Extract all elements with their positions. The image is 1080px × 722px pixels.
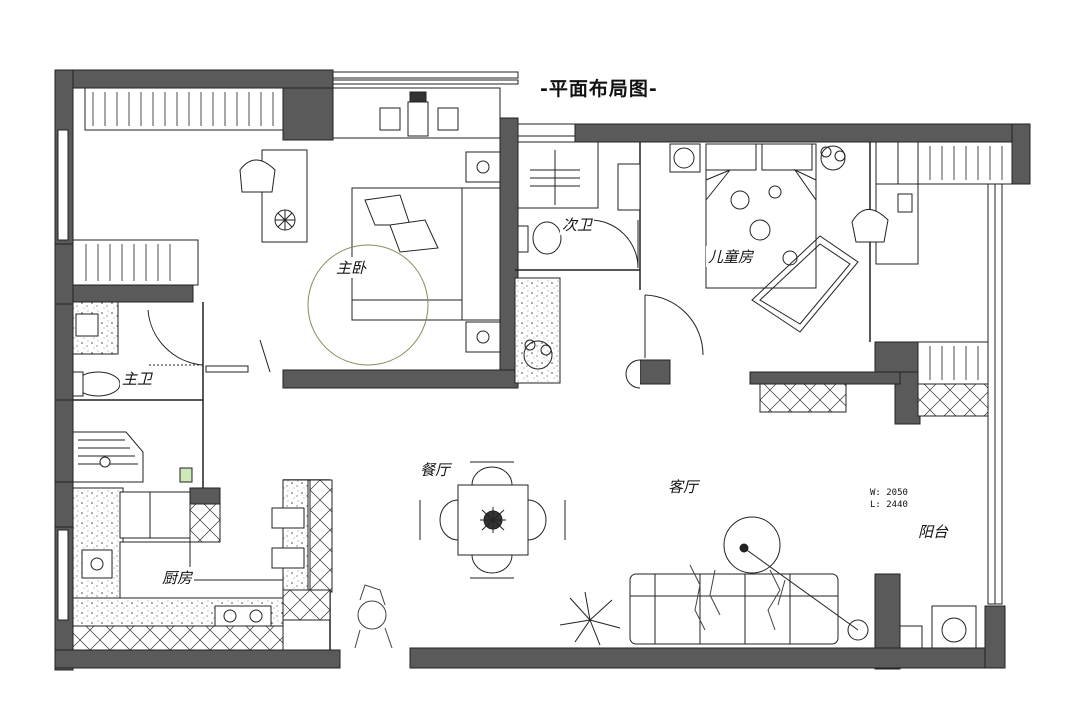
floor-lamp [723, 516, 869, 641]
corridor-cabinet-granite [514, 277, 561, 384]
room-label-kids-room: 儿童房 [706, 246, 756, 267]
wall-right-mid2 [874, 341, 921, 373]
kids-rug [751, 235, 859, 333]
wall-kitchen-pillar [189, 487, 221, 505]
room-label-living: 客厅 [666, 476, 701, 497]
wall-living-pillar [639, 359, 671, 385]
wardrobe-master-left [72, 239, 199, 286]
wardrobe-living-right [917, 341, 989, 385]
terrace-table [379, 91, 459, 137]
window-top-master-2 [332, 79, 519, 85]
wardrobe-slats [85, 92, 1003, 380]
window-top-master [332, 71, 519, 79]
dimension-length: L: 2440 [870, 500, 908, 510]
wall-bath-lower [54, 399, 74, 483]
wall-kitchen-left [54, 481, 74, 528]
wall-bottom-right-corner [984, 605, 1006, 669]
wall-bath-block [54, 243, 74, 305]
room-label-balcony: 阳台 [916, 521, 951, 542]
kids-desk [669, 143, 919, 265]
dining-set [419, 461, 566, 579]
window-left-master [57, 129, 69, 241]
second-bath-fixtures [517, 141, 641, 255]
wall-kids-bottom [749, 371, 901, 385]
entrance-figure [354, 584, 393, 649]
window-left-kitchen [57, 529, 69, 621]
kids-door [644, 294, 704, 358]
living-figures [689, 564, 786, 631]
hatched-cabinets [72, 383, 989, 651]
living-palm-icon [559, 591, 621, 646]
kitchen-island-granite [282, 479, 309, 591]
master-plant-icon [274, 209, 296, 231]
wardrobe-kids-top [917, 141, 1013, 185]
room-label-kitchen: 厨房 [160, 567, 195, 588]
wall-master-block [282, 87, 334, 141]
master-terrace [332, 87, 501, 139]
plan-title: -平面布局图- [540, 78, 658, 100]
master-round-rug [307, 244, 429, 366]
living-sofa [629, 573, 839, 645]
second-bath-door [589, 219, 639, 269]
master-bed [351, 187, 501, 321]
master-doors [147, 309, 271, 373]
wall-bath-top [72, 283, 194, 303]
washing-machine [899, 605, 977, 649]
wardrobe-master-top [84, 87, 284, 131]
room-label-second-bath: 次卫 [560, 214, 595, 235]
windows [57, 71, 1003, 621]
room-label-master-bedroom: 主卧 [334, 257, 369, 278]
room-label-master-bath: 主卫 [120, 368, 155, 389]
kids-lamp-icon [820, 145, 846, 171]
wall-top-right [574, 123, 1031, 143]
master-nightstands [465, 151, 501, 353]
corridor-plant-icon [523, 339, 553, 370]
window-second-bath [517, 123, 576, 137]
wall-bottom-left [54, 649, 341, 669]
wall-bottom-right [409, 647, 1006, 669]
dining-plant-icon [480, 507, 506, 533]
living-corner-column [625, 359, 641, 389]
master-bath-fixtures [72, 313, 144, 483]
wall-right-top [1011, 123, 1031, 185]
wall-top-left [54, 69, 334, 89]
room-label-dining: 餐厅 [418, 459, 453, 480]
master-desk [239, 149, 308, 243]
dimension-width: W: 2050 [870, 488, 908, 498]
wall-master-bottom [282, 369, 519, 389]
